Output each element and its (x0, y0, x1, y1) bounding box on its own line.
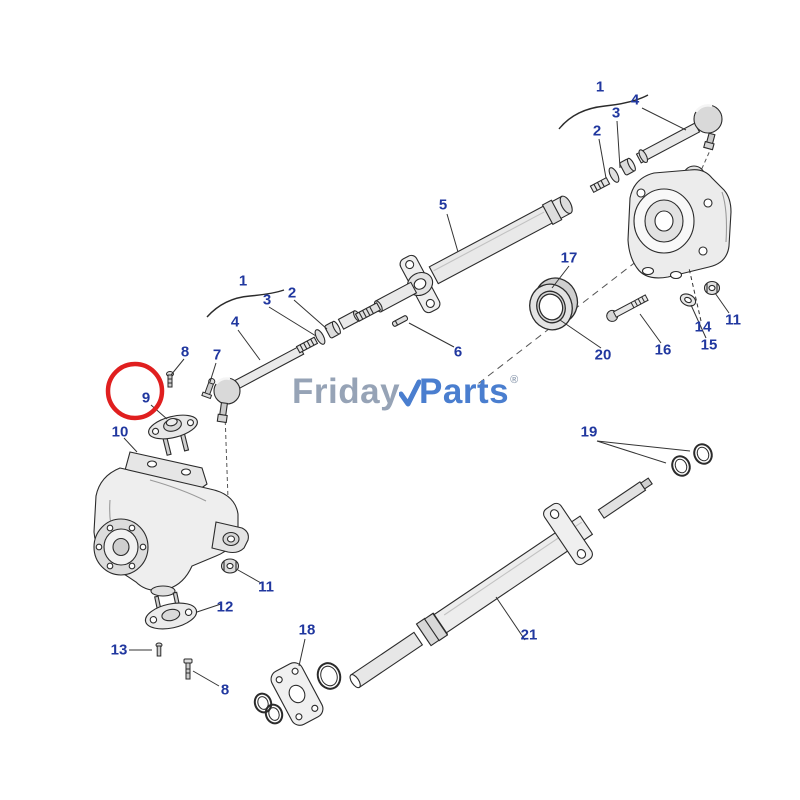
callout-label: 4 (630, 91, 640, 109)
part-steering-knuckle (93, 451, 249, 597)
part-nut-11-bottom (220, 558, 240, 574)
callout-label: 13 (110, 641, 128, 659)
callout-label: 6 (453, 343, 463, 361)
cylinder-mount-flange (543, 502, 593, 566)
part-bolt-16 (606, 294, 649, 322)
callout-label: 2 (592, 122, 602, 140)
part-upper-cap-9 (148, 414, 198, 456)
part-nut-2-left (324, 320, 341, 339)
callout-label: 12 (216, 598, 234, 616)
part-steering-cylinder (349, 443, 713, 689)
leader-lines (123, 107, 730, 687)
group-brackets (206, 94, 649, 318)
callout-label: 18 (298, 621, 316, 639)
callout-label: 19 (580, 423, 598, 441)
callout-label: 17 (560, 249, 578, 267)
part-pin-6 (391, 315, 409, 327)
part-bolt-13 (155, 642, 163, 657)
callout-label: 10 (111, 423, 129, 441)
brand-check-icon (399, 379, 422, 407)
callout-label: 3 (262, 291, 272, 309)
callout-label: 4 (230, 313, 240, 331)
part-bolt-8-bottom (183, 658, 193, 680)
callout-label: 1 (595, 78, 605, 96)
callout-label: 16 (654, 341, 672, 359)
part-lower-cap-12 (144, 591, 198, 630)
part-grease-fitting-7 (201, 377, 216, 400)
highlight-circle (105, 361, 165, 421)
callout-label: 7 (212, 346, 222, 364)
callout-label: 11 (258, 578, 274, 596)
part-axle-yoke-14 (627, 165, 732, 280)
callout-label: 15 (700, 336, 718, 354)
callout-label: 1 (238, 272, 248, 290)
part-bushing-17-20 (529, 277, 579, 331)
brand-friday: Friday (292, 372, 401, 411)
part-tie-rod-top (589, 104, 723, 194)
callout-label: 21 (520, 626, 538, 644)
brand-parts: Parts (419, 372, 510, 411)
part-washer-15 (679, 293, 697, 307)
part-drag-link-5 (354, 195, 573, 327)
part-tie-rod-left (213, 310, 361, 424)
callout-label: 8 (220, 681, 230, 699)
callout-label: 14 (694, 318, 712, 336)
part-washer-3-left (314, 329, 326, 345)
callout-label: 20 (594, 346, 612, 364)
part-flange-18 (253, 662, 342, 726)
callout-label: 2 (287, 284, 297, 302)
callout-label: 3 (611, 104, 621, 122)
part-thread-stub-left (295, 336, 319, 354)
callout-label: 8 (180, 343, 190, 361)
brand-registered: ® (510, 374, 519, 386)
part-nut-11-top (703, 280, 721, 296)
callout-label: 9 (141, 389, 151, 407)
callout-label: 11 (725, 311, 741, 329)
brand-watermark: Friday Parts ® (292, 374, 519, 409)
part-o-rings-19 (671, 443, 713, 477)
part-bolt-8-top (166, 371, 174, 388)
callout-label: 5 (438, 196, 448, 214)
